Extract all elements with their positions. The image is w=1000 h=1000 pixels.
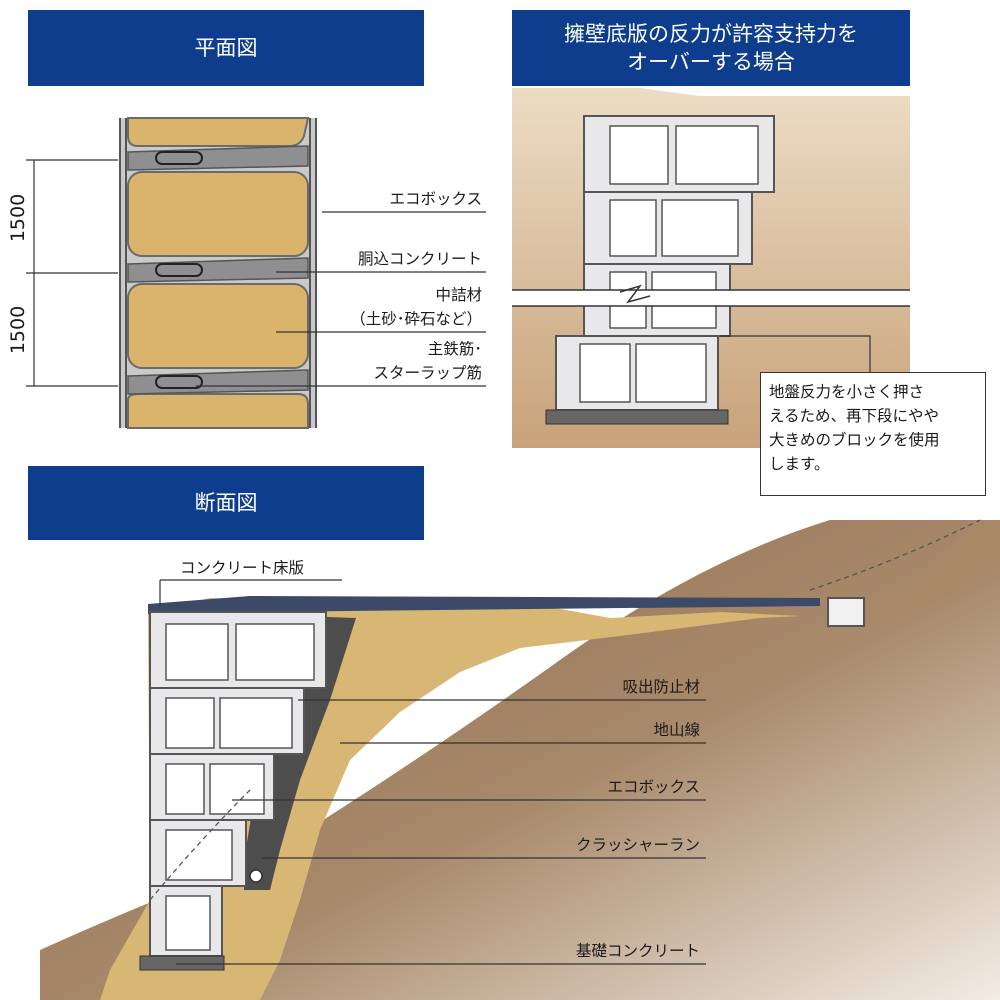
section-drain-pipe (249, 869, 263, 883)
plan-label-filler-2: （土砂･砕石など） (350, 310, 482, 328)
plan-label-rebar-1: 主鉄筋･ (428, 340, 482, 358)
plan-dimension-lines (26, 159, 118, 387)
section-label-ground-line: 地山線 (653, 721, 700, 739)
section-gutter (827, 597, 865, 627)
section-original-surface (809, 519, 981, 591)
section-label-ecobox: エコボックス (607, 778, 700, 796)
section-floor-slab (148, 596, 820, 614)
section-leader-lines (159, 579, 706, 965)
section-label-crusher-run: クラッシャーラン (576, 836, 700, 854)
plan-dimension-bottom: 1500 (7, 306, 29, 354)
overload-header-title: 擁壁底版の反力が許容支持力を オーバーする場合 (564, 22, 858, 74)
overload-foundation (545, 409, 729, 425)
overload-header: 擁壁底版の反力が許容支持力を オーバーする場合 (512, 10, 910, 86)
section-header-title: 断面図 (194, 491, 258, 515)
plan-dimension-top: 1500 (7, 194, 29, 242)
section-dashed-line (149, 789, 251, 901)
section-foundation-concrete (139, 955, 225, 971)
section-label-floor-slab: コンクリート床版 (180, 559, 304, 577)
plan-label-trunk-concrete: 胴込コンクリート (358, 250, 482, 268)
plan-view: 1500 1500 エコボックス 胴込コンクリート 中詰材 （土砂･砕石など） … (7, 117, 486, 429)
plan-label-ecobox: エコボックス (389, 190, 482, 208)
plan-leader-lines (196, 211, 486, 387)
section-upper-slope (860, 520, 1000, 620)
plan-label-filler-1: 中詰材 (435, 286, 482, 304)
section-label-anti-outflow: 吸出防止材 (622, 678, 700, 696)
plan-block-edges (119, 118, 317, 428)
plan-header-title: 平面図 (194, 36, 258, 60)
plan-trunk-concrete (127, 145, 309, 395)
plan-label-rebar-2: スターラップ筋 (373, 364, 482, 382)
plan-header: 平面図 (28, 10, 424, 86)
overload-illustration (512, 88, 910, 448)
section-block-cells (165, 623, 315, 951)
section-label-foundation: 基礎コンクリート (576, 942, 700, 960)
overload-note: 地盤反力を小さく押さ えるため、再下段にやや 大きめのブロックを使用 します。 (760, 372, 986, 496)
overload-break-band (512, 284, 910, 307)
overload-leader-line (720, 335, 871, 372)
section-header: 断面図 (28, 466, 424, 540)
section-view: コンクリート床版 吸出防止材 地山線 エコボックス クラッシャーラン 基礎コンク… (40, 519, 1000, 1000)
